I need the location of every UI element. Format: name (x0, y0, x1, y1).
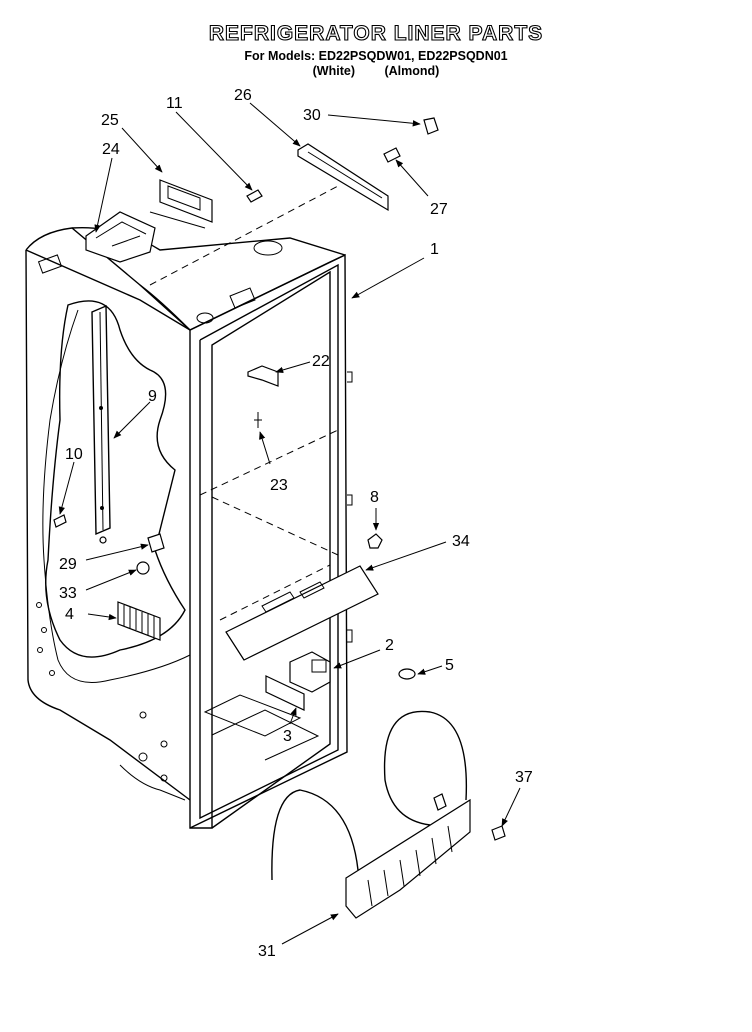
callout-10: 10 (65, 446, 83, 463)
models-line: For Models: ED22PSQDW01, ED22PSQDN01 (244, 49, 508, 63)
part-37-screw (491, 825, 506, 841)
callout-4: 4 (65, 606, 74, 623)
part-34-cover (225, 565, 379, 661)
part-29-socket (147, 533, 165, 553)
color-line: (White) (Almond) (0, 64, 752, 78)
callout-33: 33 (59, 585, 77, 602)
part-25-bracket (149, 179, 213, 229)
color-white-label: (White) (312, 64, 355, 78)
part-3-plate (265, 675, 305, 711)
diagram-title: REFRIGERATOR LINER PARTS (208, 21, 544, 45)
callout-23: 23 (270, 477, 288, 494)
callout-2: 2 (385, 637, 394, 654)
part-2-bracket (289, 651, 331, 693)
part-27-screw (383, 147, 401, 163)
callout-24: 24 (102, 141, 120, 158)
callout-37: 37 (515, 769, 533, 786)
part-11-screw (246, 189, 263, 203)
callout-22: 22 (312, 353, 330, 370)
part-10-screw (53, 514, 67, 528)
callout-5: 5 (445, 657, 454, 674)
liner-shell (25, 184, 353, 829)
callout-34: 34 (452, 533, 470, 550)
callout-26: 26 (234, 87, 252, 104)
part-22-bracket (247, 365, 279, 387)
callout-30: 30 (303, 107, 321, 124)
callout-9: 9 (148, 388, 157, 405)
part-24-housing (85, 211, 156, 263)
callout-11: 11 (166, 95, 183, 112)
part-30-clip (423, 117, 439, 135)
part-31-drip-tray (271, 710, 471, 919)
part-5-nut (398, 668, 416, 680)
callout-31: 31 (258, 943, 276, 960)
callout-1: 1 (430, 241, 439, 258)
part-23-screw (254, 412, 262, 428)
callout-leaders (58, 102, 521, 945)
callout-29: 29 (59, 556, 77, 573)
part-9-light-rail (91, 304, 111, 536)
callout-labels: 1 2 3 4 5 8 9 10 11 22 23 24 25 26 27 29… (59, 87, 533, 960)
callout-25: 25 (101, 112, 119, 129)
color-almond-label: (Almond) (384, 64, 440, 78)
part-33-bulb (136, 561, 150, 575)
callout-3: 3 (283, 728, 292, 745)
part-8-clip (367, 533, 383, 549)
callout-8: 8 (370, 489, 379, 506)
part-26-channel (297, 143, 389, 212)
part-4-grille (117, 601, 161, 641)
callout-27: 27 (430, 201, 448, 218)
